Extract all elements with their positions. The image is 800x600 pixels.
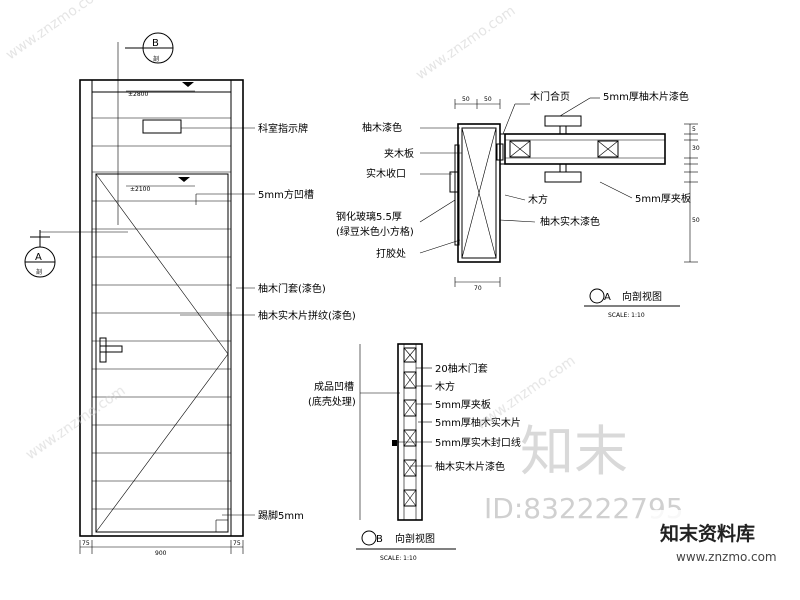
label-groove: 5mm方凹槽 (258, 188, 314, 201)
label-a-plywood: 5mm厚夹板 (635, 192, 691, 205)
label-a-jamb: 夹木板 (384, 147, 414, 160)
label-b-groove: 成品凹槽 (314, 380, 354, 393)
section-a-dims-right: 5 30 50 (684, 123, 700, 263)
level-marks: ±2800 ±2100 (126, 82, 195, 193)
label-frame: 柚木门套(漆色) (258, 282, 326, 295)
section-a-dims-bottom: 70 (454, 277, 501, 292)
label-a-frame-paint: 柚木漆色 (362, 121, 402, 134)
watermark-site-3: www.znzmo.com (23, 383, 128, 463)
section-callout-a: A 剖 (24, 230, 128, 278)
label-a-hardwood: 木方 (528, 193, 548, 206)
watermarks: www.znzmo.com www.znzmo.com www.znzmo.co… (3, 0, 578, 463)
dim-a-top-1: 50 (462, 96, 470, 103)
label-b-frame: 20柚木门套 (435, 362, 488, 375)
section-b-scale: SCALE: 1:10 (380, 555, 417, 562)
dim-a-r8: 50 (692, 217, 700, 224)
label-b-paint: 柚木实木片漆色 (435, 460, 505, 473)
section-a-title: A 向剖视图 SCALE: 1:10 (584, 288, 680, 319)
section-b-detail: 20柚木门套 成品凹槽 (底壳处理) 木方 5mm厚夹板 5mm厚柚木实木片 5… (308, 343, 521, 562)
dim-right: 75 (233, 540, 241, 547)
section-callout-b: B 剖 (125, 32, 174, 64)
label-a-hinge: 木门合页 (530, 90, 570, 103)
label-b-groove2: (底壳处理) (308, 395, 356, 408)
plank-lines (92, 117, 231, 510)
watermark-url: www.znzmo.com (676, 550, 777, 564)
section-b-leaders (360, 367, 432, 467)
section-a-letter: A (35, 252, 42, 263)
section-b-letter: B (152, 38, 159, 49)
level-2800: ±2800 (128, 91, 148, 98)
section-a-scale: SCALE: 1:10 (608, 312, 645, 319)
elevation-leaders (180, 127, 255, 516)
dim-left: 75 (82, 540, 90, 547)
label-a-seam: 打胶处 (376, 247, 406, 260)
label-b-trim: 5mm厚实木封口线 (435, 436, 521, 449)
label-b-plywood: 5mm厚夹板 (435, 398, 491, 411)
door-elevation: ±2800 ±2100 B 剖 A 剖 (24, 32, 356, 557)
section-a-sheet: 剖 (36, 268, 42, 276)
section-a-title-text: 向剖视图 (622, 290, 662, 303)
section-a-leaders (419, 97, 633, 254)
watermark-site-1: www.znzmo.com (3, 0, 108, 63)
label-panel: 柚木实木片拼纹(漆色) (258, 309, 356, 322)
section-b-sheet: 剖 (153, 55, 159, 63)
watermark-site-2: www.znzmo.com (413, 3, 518, 83)
dim-a-r1: 5 (692, 126, 696, 133)
label-a-veneer: 5mm厚柚木片漆色 (603, 90, 689, 103)
watermark-logo-box: 知末资料库 www.znzmo.com (650, 510, 795, 572)
label-b-veneer: 5mm厚柚木实木片 (435, 416, 521, 429)
label-a-glue2: (绿豆米色小方格) (336, 225, 414, 238)
section-a-detail: 50 50 70 5 30 50 (336, 90, 700, 319)
label-sign: 科室指示牌 (258, 122, 308, 135)
section-b-title: B 向剖视图 SCALE: 1:10 (356, 530, 456, 562)
dim-a-bottom: 70 (474, 285, 482, 292)
label-b-wood: 木方 (435, 380, 455, 393)
elevation-dimensions: 75 900 75 (79, 540, 244, 557)
section-b-title-text: 向剖视图 (395, 532, 435, 545)
label-a-solid: 柚木实木漆色 (540, 215, 600, 228)
section-a-title-letter: A (604, 292, 611, 303)
label-a-glue: 钢化玻璃5.5厚 (336, 210, 402, 223)
watermark-brand: 知末 (520, 420, 628, 483)
section-a-dims-top: 50 50 (454, 96, 501, 109)
level-2100: ±2100 (130, 186, 150, 193)
label-a-reveal: 实木收口 (366, 167, 406, 180)
dim-width: 900 (155, 550, 167, 557)
watermark-logo: 知末资料库 (660, 522, 755, 545)
dim-a-r4: 30 (692, 145, 700, 152)
dim-a-top-2: 50 (484, 96, 492, 103)
label-toe: 踢脚5mm (258, 509, 304, 522)
section-b-title-letter: B (376, 534, 383, 545)
